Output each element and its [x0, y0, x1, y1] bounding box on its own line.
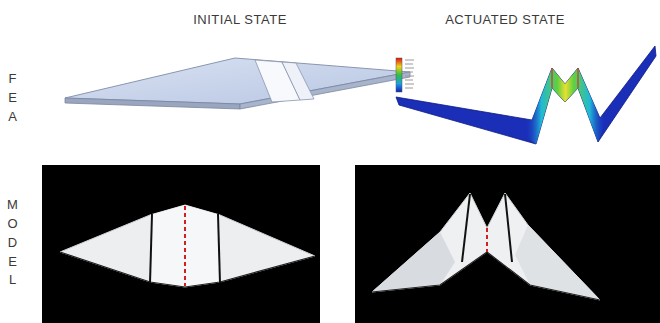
column-header: ACTUATED STATE	[445, 12, 565, 27]
column-header: INITIAL STATE	[193, 12, 287, 27]
row-label: MODEL	[6, 196, 19, 290]
row-label: FEA	[6, 70, 19, 127]
model-initial-photo	[42, 165, 320, 323]
model-actuated-photo	[355, 165, 660, 323]
fea-initial-plate	[65, 58, 410, 109]
fea-actuated-shape	[396, 46, 656, 144]
